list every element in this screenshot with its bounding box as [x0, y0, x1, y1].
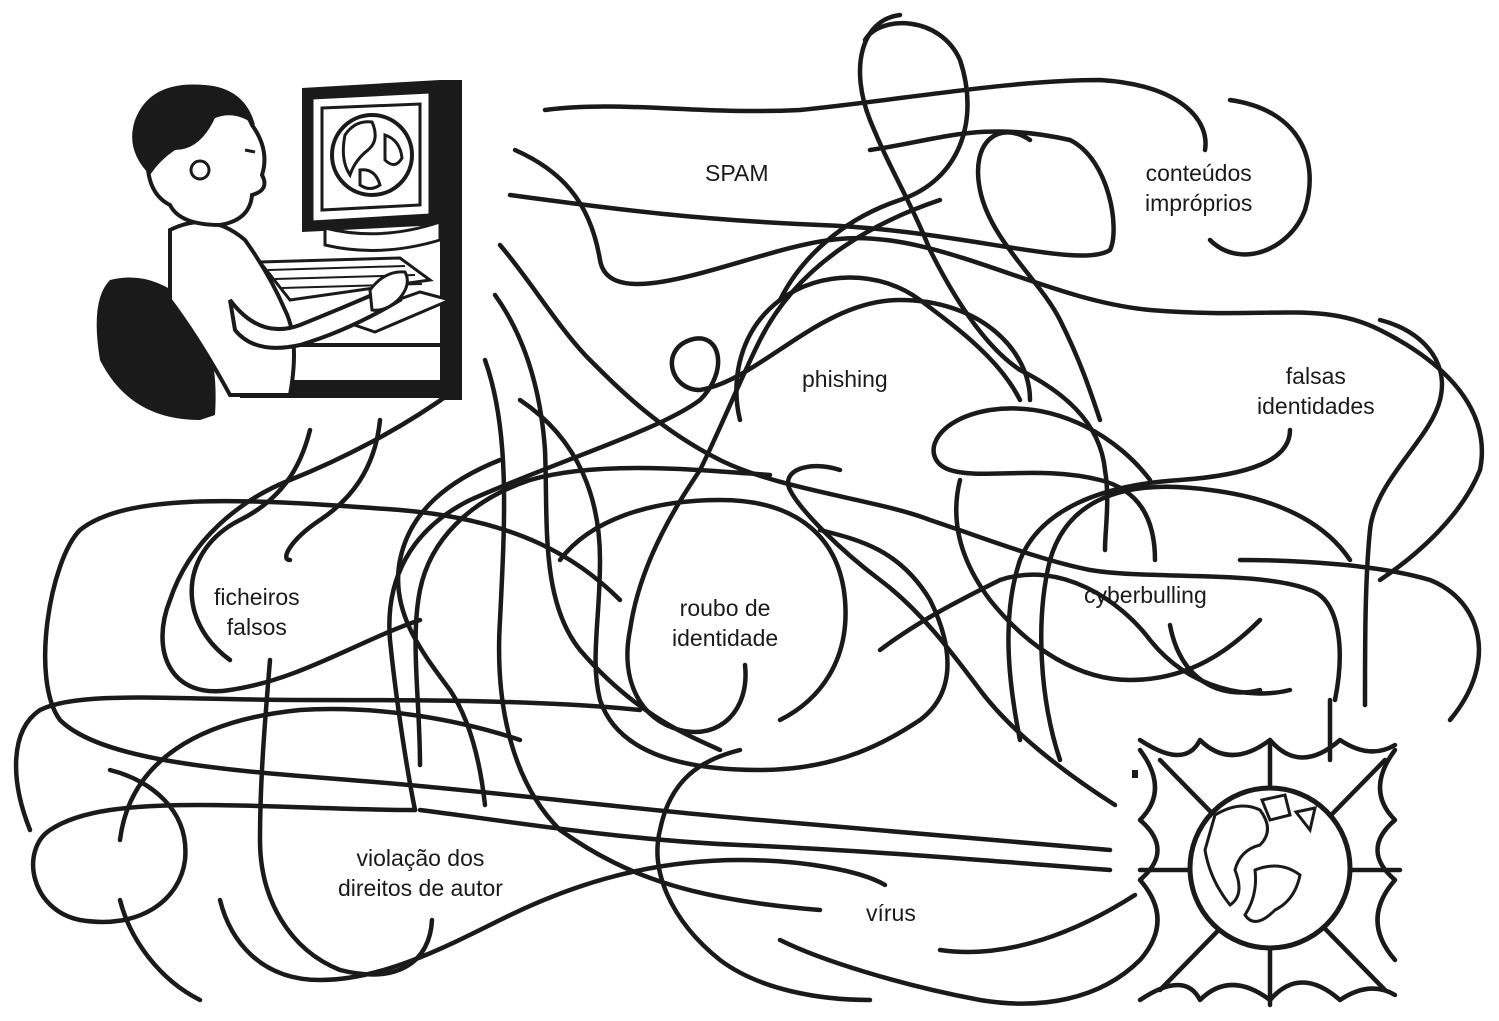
- boy-at-computer-illustration: [97, 80, 462, 420]
- label-phishing-text: phishing: [802, 364, 888, 394]
- label-falsas-line1: falsas: [1257, 361, 1375, 391]
- label-roubo-line2: identidade: [672, 623, 778, 653]
- label-conteudos-line1: conteúdos: [1145, 158, 1252, 188]
- globe-web-illustration: [1132, 740, 1400, 1005]
- label-conteudos-improprios: conteúdos impróprios: [1145, 158, 1252, 218]
- label-violacao-line2: direitos de autor: [338, 873, 503, 903]
- label-falsas-line2: identidades: [1257, 391, 1375, 421]
- label-violacao-direitos-autor: violação dos direitos de autor: [338, 843, 503, 903]
- label-ficheiros-falsos: ficheiros falsos: [214, 582, 300, 642]
- label-ficheiros-line1: ficheiros: [214, 582, 300, 612]
- label-conteudos-line2: impróprios: [1145, 188, 1252, 218]
- label-violacao-line1: violação dos: [338, 843, 503, 873]
- label-roubo-de-identidade: roubo de identidade: [672, 593, 778, 653]
- label-virus-text: vírus: [866, 898, 916, 928]
- label-cyberbulling-text: cyberbulling: [1084, 580, 1207, 610]
- label-cyberbulling: cyberbulling: [1084, 580, 1207, 610]
- label-falsas-identidades: falsas identidades: [1257, 361, 1375, 421]
- label-spam: SPAM: [705, 158, 768, 188]
- label-ficheiros-line2: falsos: [214, 612, 300, 642]
- label-roubo-line1: roubo de: [672, 593, 778, 623]
- label-spam-text: SPAM: [705, 158, 768, 188]
- label-phishing: phishing: [802, 364, 888, 394]
- label-virus: vírus: [866, 898, 916, 928]
